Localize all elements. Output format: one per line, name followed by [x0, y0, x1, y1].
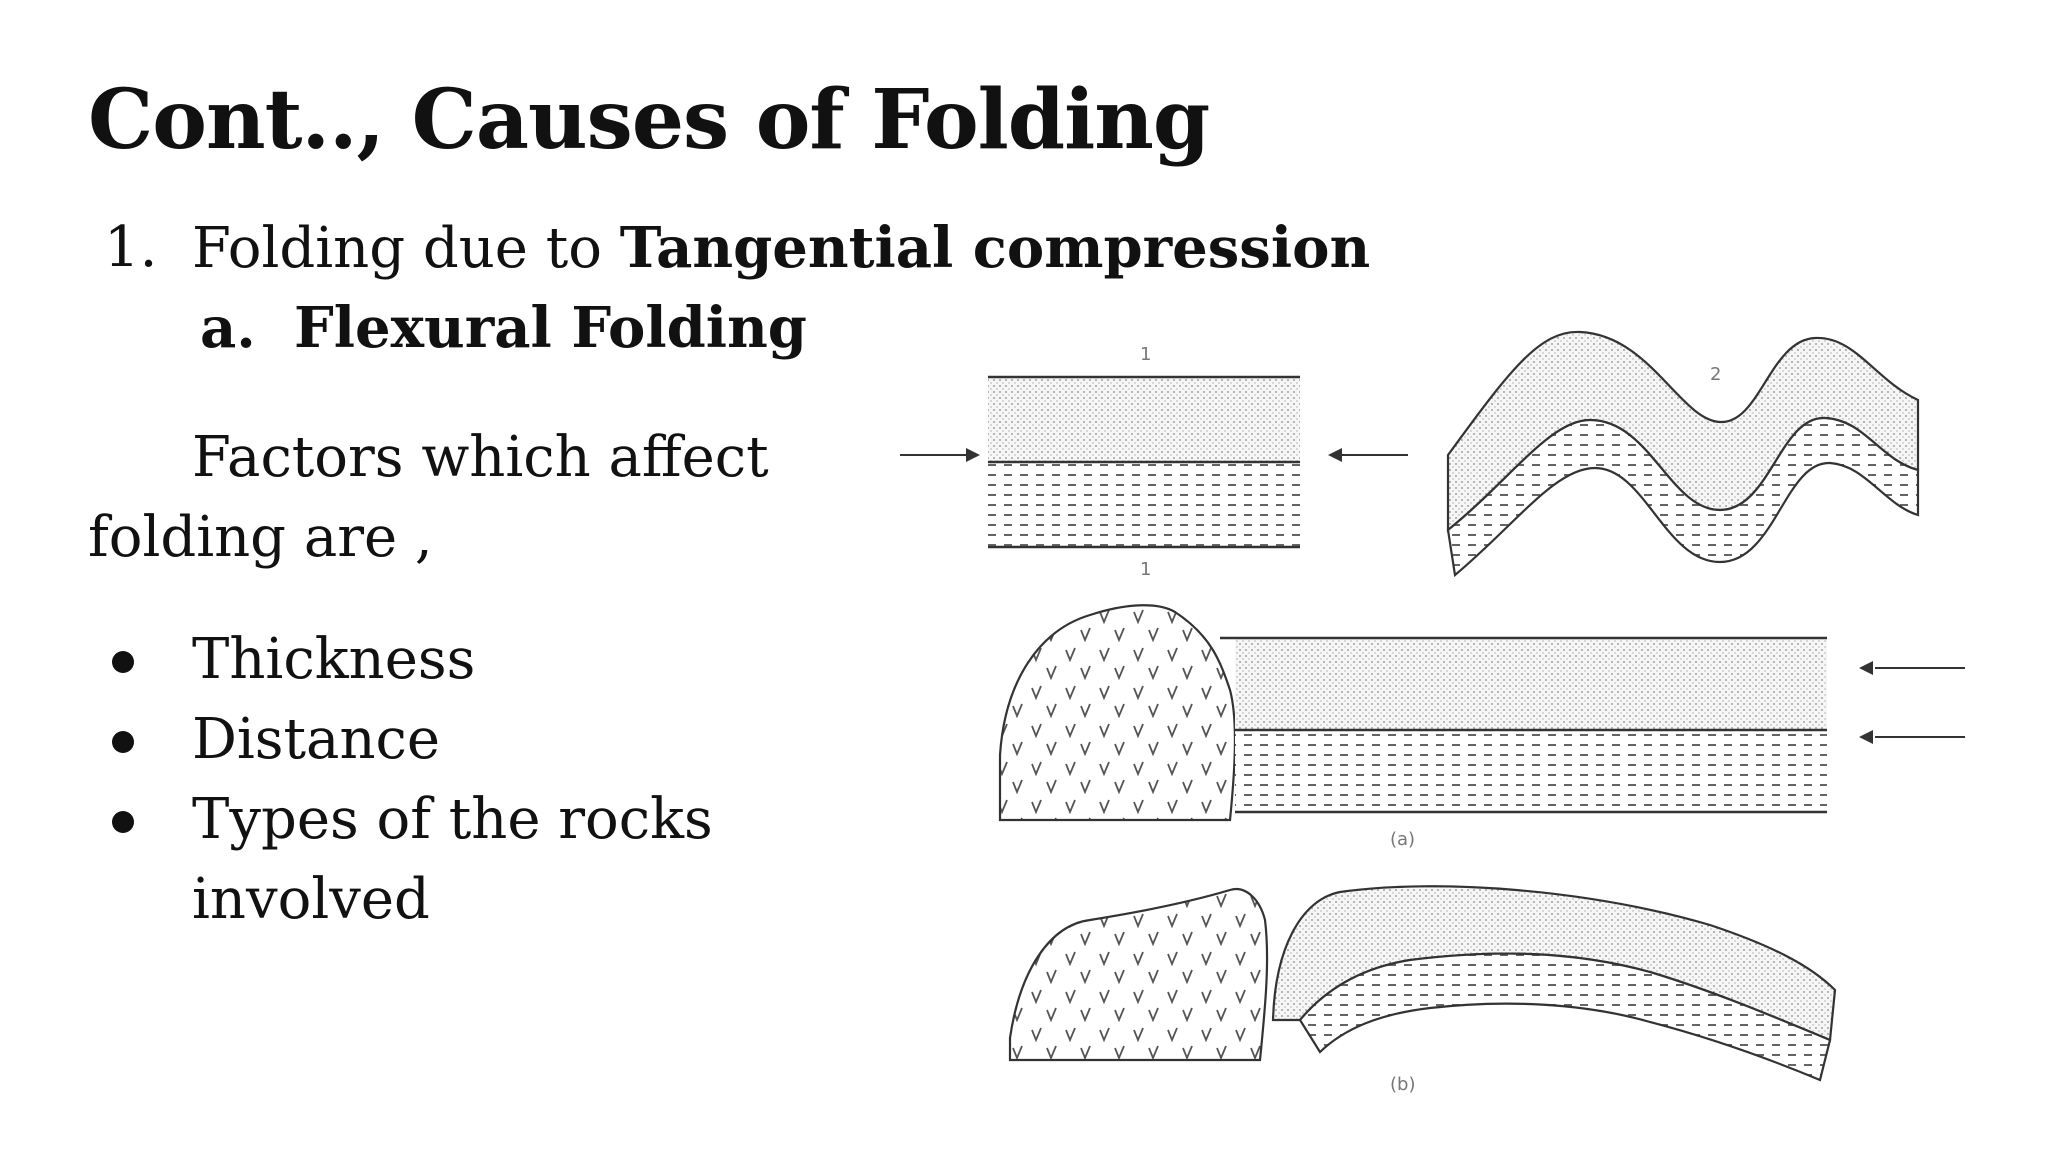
panel-b-upwarp: (b)	[1008, 885, 1837, 1095]
figure-label-1b: 1	[1140, 559, 1151, 580]
sub-item-letter: a.	[200, 295, 256, 361]
figure-label-a: (a)	[1390, 829, 1415, 850]
list-number: 1.	[104, 215, 158, 280]
panel-folded-layers: 2	[1446, 330, 1920, 578]
figure-label-1: 1	[1140, 344, 1151, 365]
bullet-dot	[112, 811, 134, 833]
figure-label-2: 2	[1710, 364, 1721, 385]
bullet-dot	[112, 731, 134, 753]
bullet-distance: Distance	[192, 707, 441, 772]
list-item-tangential: Folding due to Tangential compression	[192, 208, 1370, 289]
slide-title: Cont.., Causes of Folding	[88, 72, 1210, 168]
bullet-thickness: Thickness	[192, 627, 476, 692]
folding-diagram: 1 1 2 (a)	[890, 300, 1990, 1130]
paragraph-line-1: Factors which affect	[192, 425, 769, 490]
bullet-dot	[112, 651, 134, 673]
panel-a-intrusion: (a)	[998, 604, 1965, 850]
bullet-rock-types: Types of the rocks	[192, 787, 713, 852]
paragraph-line-2: folding are ,	[88, 505, 433, 570]
list-item-text: Folding due to	[192, 216, 620, 281]
figure-label-b: (b)	[1390, 1074, 1415, 1095]
bullet-rock-types-cont: involved	[192, 867, 430, 932]
sub-item-flexural: Flexural Folding	[294, 295, 807, 361]
panel-horizontal-layers: 1 1	[900, 344, 1408, 580]
list-item-bold: Tangential compression	[619, 215, 1371, 281]
